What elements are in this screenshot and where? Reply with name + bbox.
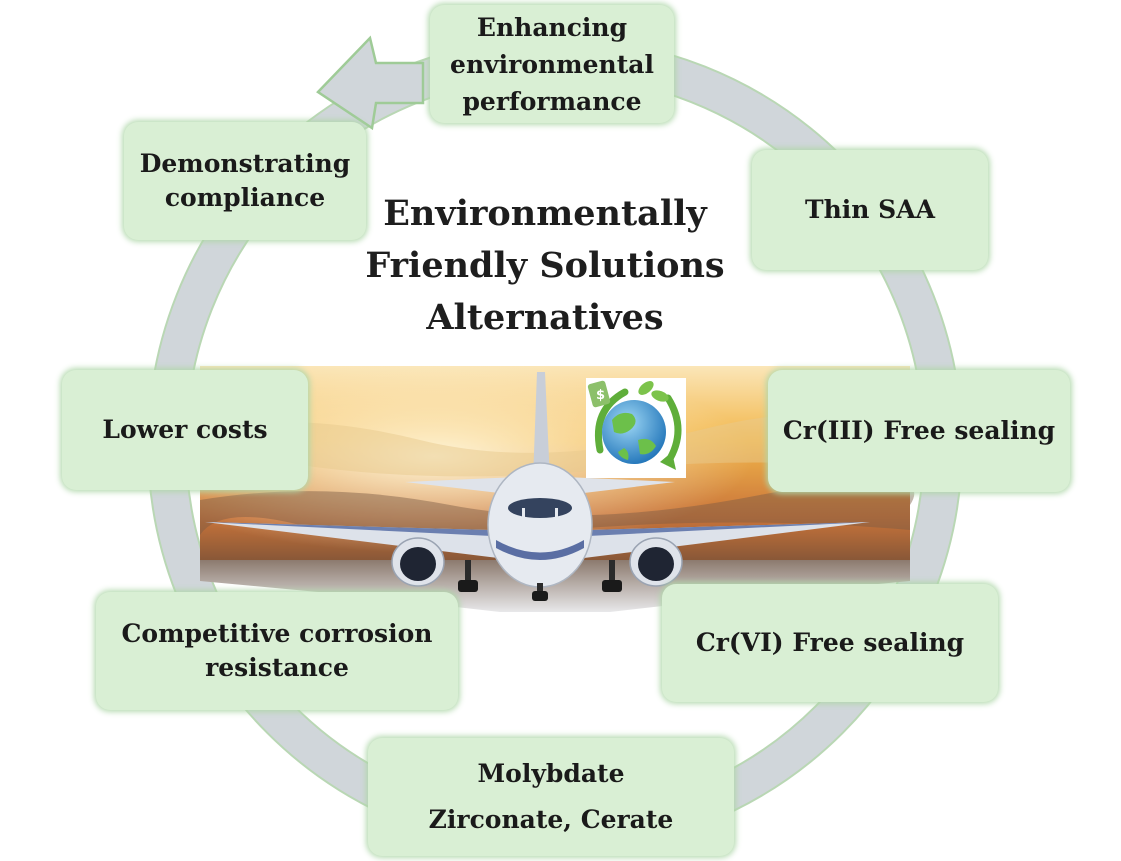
node-label: Zirconate, Cerate [428,805,674,834]
node-cr6-free-sealing: Cr(VI) Free sealing [662,584,998,702]
node-demonstrating-compliance: Demonstrating compliance [124,122,366,240]
svg-text:$: $ [596,388,605,403]
node-lower-costs: Lower costs [62,370,308,490]
node-thin-saa: Thin SAA [752,150,988,270]
node-label: environmental [450,49,654,79]
node-label: Competitive corrosion [121,619,433,648]
node-enhancing-environmental-performance: Enhancing environmental performance [430,5,674,123]
node-label: compliance [164,183,326,212]
title-line: Friendly Solutions [365,245,725,286]
node-label: Cr(VI) Free sealing [695,628,965,657]
node-label: Demonstrating [139,149,351,178]
diagram-title: Environmentally Friendly Solutions Alter… [330,188,760,344]
node-label: Enhancing [476,12,628,42]
cycle-arrow-head [316,35,425,131]
node-label: performance [462,86,642,116]
node-molybdate-zirconate-cerate: Molybdate Zirconate, Cerate [368,738,734,856]
node-label: Lower costs [102,415,268,444]
node-competitive-corrosion-resistance: Competitive corrosion resistance [96,592,458,710]
eco-globe-icon: $ [586,378,686,478]
title-line: Alternatives [426,297,664,338]
node-label: resistance [205,653,349,682]
node-label: Cr(III) Free sealing [782,416,1056,445]
node-label: Molybdate [477,759,625,788]
node-cr3-free-sealing: Cr(III) Free sealing [768,370,1070,492]
node-label: Thin SAA [804,195,935,224]
title-line: Environmentally [383,193,707,234]
